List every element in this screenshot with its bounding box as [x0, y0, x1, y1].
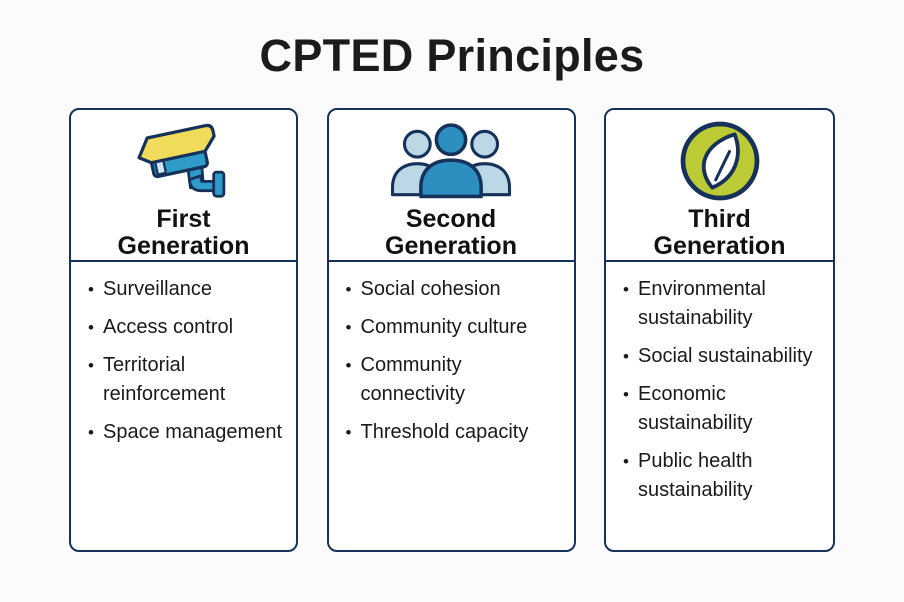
card-second-generation: Second Generation • Social cohesion • Comm… [326, 108, 576, 552]
list-item-text: Surveillance [103, 278, 212, 300]
list-item-text: Community culture [360, 316, 528, 338]
list-item: • Economic sustainability [623, 380, 825, 438]
list-item: • Community connectivity [346, 351, 566, 409]
bullet-icon: • [623, 452, 629, 471]
card-body: • Social cohesion • Community culture • Com… [329, 262, 574, 456]
cards-row: First Generation • Surveillance • Access c… [69, 108, 835, 552]
card-header: First Generation [71, 110, 296, 262]
list-item: • Surveillance [88, 275, 288, 304]
bullet-icon: • [88, 423, 94, 442]
list-item-text: Public health sustainability [638, 450, 753, 501]
list-item: • Social sustainability [623, 342, 825, 371]
bullet-icon: • [623, 280, 629, 299]
card-list: • Social cohesion • Community culture • Com… [346, 275, 566, 447]
list-item: • Space management [88, 418, 288, 447]
list-item-text: Economic sustainability [638, 383, 753, 434]
card-third-generation: Third Generation • Environmental sustaina… [604, 108, 835, 552]
list-item-text: Social cohesion [360, 278, 501, 300]
list-item-text: Space management [103, 421, 283, 443]
leaf-icon [677, 117, 763, 205]
page-title: CPTED Principles [259, 30, 645, 81]
card-header: Second Generation [328, 110, 574, 262]
bullet-icon: • [345, 423, 352, 442]
cctv-camera-icon [133, 117, 235, 205]
list-item-text: Social sustainability [638, 345, 813, 367]
bullet-icon: • [345, 356, 352, 375]
list-item: • Territorial reinforcement [88, 351, 288, 409]
list-item-text: Threshold capacity [360, 421, 529, 443]
bullet-icon: • [623, 347, 629, 366]
card-first-generation: First Generation • Surveillance • Access c… [69, 108, 298, 552]
bullet-icon: • [88, 318, 94, 337]
card-header: Third Generation [606, 110, 833, 262]
list-item: • Community culture [346, 313, 566, 342]
bullet-icon: • [88, 280, 94, 299]
list-item: • Threshold capacity [346, 418, 566, 447]
list-item: • Social cohesion [346, 275, 566, 304]
list-item-text: Territorial reinforcement [103, 354, 226, 405]
bullet-icon: • [345, 318, 352, 337]
card-list: • Surveillance • Access control • Territori… [88, 275, 288, 447]
card-body: • Environmental sustainability • Social su… [606, 262, 833, 514]
bullet-icon: • [88, 356, 94, 375]
card-title: Second Generation [385, 205, 517, 260]
card-body: • Surveillance • Access control • Territori… [71, 262, 296, 456]
card-title: Third Generation [653, 205, 786, 260]
list-item-text: Access control [103, 316, 234, 338]
list-item-text: Environmental sustainability [638, 278, 766, 329]
card-list: • Environmental sustainability • Social su… [623, 275, 825, 505]
people-group-icon [382, 117, 520, 205]
list-item: • Environmental sustainability [623, 275, 825, 333]
list-item: • Public health sustainability [623, 447, 825, 505]
bullet-icon: • [345, 280, 352, 299]
bullet-icon: • [623, 385, 629, 404]
list-item-text: Community connectivity [360, 354, 466, 405]
card-title: First Generation [117, 205, 250, 260]
list-item: • Access control [88, 313, 288, 342]
